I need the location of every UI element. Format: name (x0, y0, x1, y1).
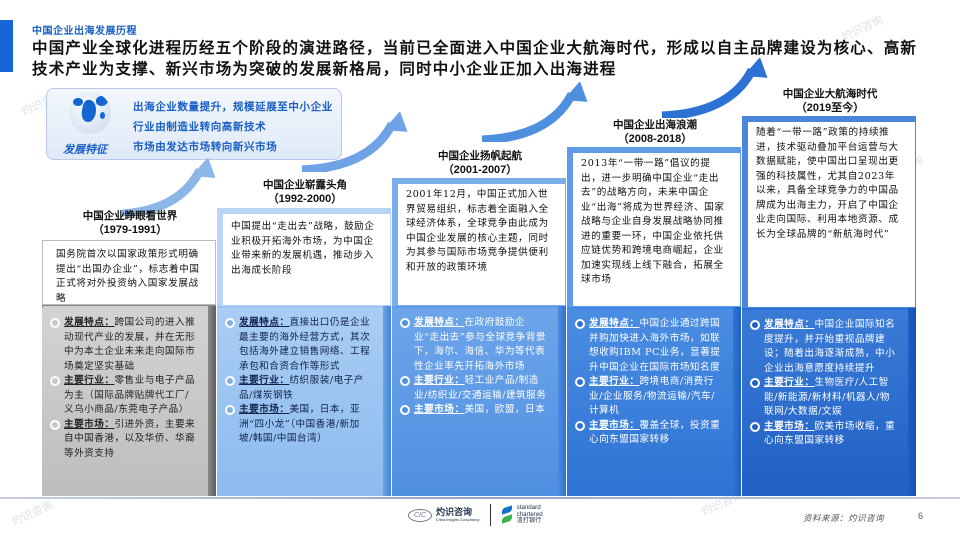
stage-title-2: 中国企业崭露头角（1992-2000） (263, 179, 347, 205)
bullet-development: 发展特点：在政府鼓励企业“走出去”参与全球竞争背景下，海尔、海信、华为等代表性企… (400, 316, 548, 374)
stage-details: 发展特点：跨国公司的进入推动现代产业的发展，并在无形中为本土企业未来走向国际市场… (42, 308, 208, 496)
page-number: 6 (918, 511, 924, 521)
stage-summary: 2013年“一带一路”倡议的提出，进一步明确中国企业“走出去”的战略方向，未来中… (567, 147, 741, 307)
bullet-development: 发展特点：中国企业国际知名度提升，并开始重视品牌建设；随着出海逐渐成熟，中小企业… (750, 318, 898, 376)
bullet-industry: 主要行业：跨境电商/消费行业/企业服务/物流运输/汽车/计算机 (575, 375, 723, 419)
bullet-market: 主要市场：美国，欧盟，日本 (400, 403, 548, 418)
stage-summary: 2001年12月，中国正式加入世界贸易组织，标志着全面融入全球经济体系，全球竞争… (392, 178, 566, 306)
bullet-market: 主要市场：美国，日本，亚洲“四小龙”（中国香港/新加坡/韩国/中国台湾） (225, 403, 373, 447)
globe-icon (69, 92, 111, 134)
bullet-industry: 主要行业：纺织服装/电子产品/煤炭钢铁 (225, 374, 373, 403)
feature-item: 行业由制造业转向高新技术 (133, 121, 267, 133)
footer-logos: CIC 灼识咨询 China Insights Consultancy stan… (408, 504, 543, 526)
bullet-circle-icon (225, 405, 235, 415)
bullet-circle-icon (750, 320, 760, 330)
accent-bar (0, 20, 13, 72)
bullet-industry: 主要行业：生物医疗/人工智能/新能源/新材料/机器人/物联网/大数据/文娱 (750, 376, 898, 420)
curved-arrow-icon (481, 82, 588, 142)
cic-logo: CIC 灼识咨询 China Insights Consultancy (408, 508, 480, 522)
bullet-circle-icon (50, 376, 60, 386)
stage-column-2: 中国提出“走出去”战略，鼓励企业积极开拓海外市场，为中国企业带来新的发展机遇，推… (217, 208, 391, 496)
page-headline: 中国产业全球化进程历经五个阶段的演进路径，当前已全面进入中国企业大航海时代，形成… (32, 38, 918, 78)
stage-details: 发展特点：中国企业国际知名度提升，并开始重视品牌建设；随着出海逐渐成熟，中小企业… (742, 310, 908, 496)
bullet-circle-icon (575, 377, 585, 387)
bullet-development: 发展特点：直接出口仍是企业最主要的海外经营方式，其次包括海外建立销售网络、工程承… (225, 316, 373, 374)
cic-mark-icon: CIC (408, 508, 432, 522)
stage-title-3: 中国企业扬帆起航（2001-2007） (438, 150, 522, 176)
stage-title-4: 中国企业出海浪潮（2008-2018） (613, 119, 697, 145)
bullet-circle-icon (400, 376, 410, 386)
bullet-circle-icon (750, 421, 760, 432)
bullet-circle-icon (225, 318, 235, 328)
stage-summary: 中国提出“走出去”战略，鼓励企业积极开拓海外市场，为中国企业带来新的发展机遇，推… (217, 208, 391, 306)
curved-arrow-icon (121, 158, 216, 216)
bullet-circle-icon (225, 376, 235, 386)
bullet-circle-icon (400, 318, 410, 328)
features-label: 发展特征 (63, 143, 107, 156)
bullet-industry: 主要行业：零售业与电子产品为主（国际品牌贴牌代工厂/义乌小商品/东莞电子产品） (50, 374, 198, 418)
bullet-market: 主要市场：引进外资，主要来自中国香港，以及华侨、华裔等外资支持 (50, 418, 198, 462)
bullet-circle-icon (50, 419, 60, 430)
curved-arrow-icon (661, 58, 768, 118)
source-note: 资料来源：灼识咨询 (803, 514, 885, 524)
watermark: 灼识咨询 (9, 498, 55, 529)
bullet-industry: 主要行业：轻工业产品/制造业/纺织业/交通运输/建筑服务 (400, 374, 548, 403)
bullet-market: 主要市场：欧美市场收缩，重心向东盟国家转移 (750, 420, 898, 449)
bullet-circle-icon (400, 405, 410, 415)
curved-arrow-icon (301, 112, 408, 172)
stage-details: 发展特点：在政府鼓励企业“走出去”参与全球竞争背景下，海尔、海信、华为等代表性企… (392, 308, 558, 496)
bullet-development: 发展特点：中国企业通过跨国并购加快进入海外市场，如联想收购IBM PC业务，显著… (575, 317, 723, 375)
features-list: 出海企业数量提升，规模延展至中小企业 行业由制造业转向高新技术 市场由发达市场转… (133, 97, 333, 157)
stage-summary: 国务院首次以国家政策形式明确提出“出国办企业”，标志着中国正式将对外投资纳入国家… (42, 240, 216, 306)
stage-column-3: 2001年12月，中国正式加入世界贸易组织，标志着全面融入全球经济体系，全球竞争… (392, 178, 566, 496)
stage-title-5: 中国企业大航海时代（2019至今） (782, 88, 878, 114)
cic-english-name: China Insights Consultancy (436, 518, 480, 522)
logo-divider (489, 504, 491, 526)
bullet-circle-icon (575, 420, 585, 431)
stage-title-1: 中国企业睁眼看世界（1979-1991） (82, 210, 178, 236)
standard-chartered-mark-icon (501, 505, 513, 524)
bullet-market: 主要市场：覆盖全球，投资重心向东盟国家转移 (575, 419, 723, 448)
standard-chartered-logo: standard chartered 渣打银行 (501, 505, 543, 525)
bullet-circle-icon (750, 378, 760, 388)
stage-details: 发展特点：直接出口仍是企业最主要的海外经营方式，其次包括海外建立销售网络、工程承… (217, 308, 383, 496)
feature-item: 市场由发达市场转向新兴市场 (133, 141, 278, 153)
stage-column-4: 2013年“一带一路”倡议的提出，进一步明确中国企业“走出去”的战略方向，未来中… (567, 147, 741, 496)
feature-item: 出海企业数量提升，规模延展至中小企业 (133, 101, 333, 113)
bullet-circle-icon (50, 318, 60, 328)
stage-details: 发展特点：中国企业通过跨国并购加快进入海外市场，如联想收购IBM PC业务，显著… (567, 309, 733, 496)
section-kicker: 中国企业出海发展历程 (32, 26, 137, 37)
stage-summary: 随着“一带一路”政策的持续推进，技术驱动叠加平台运营与大数据赋能，使中国出口呈现… (742, 116, 916, 308)
bullet-circle-icon (575, 319, 585, 329)
stage-column-5: 随着“一带一路”政策的持续推进，技术驱动叠加平台运营与大数据赋能，使中国出口呈现… (742, 116, 916, 496)
development-features-box: 发展特征 出海企业数量提升，规模延展至中小企业 行业由制造业转向高新技术 市场由… (46, 88, 342, 160)
stage-column-1: 国务院首次以国家政策形式明确提出“出国办企业”，标志着中国正式将对外投资纳入国家… (42, 240, 216, 496)
cic-name: 灼识咨询 (436, 508, 473, 518)
footer-divider (0, 497, 960, 499)
bullet-development: 发展特点：跨国公司的进入推动现代产业的发展，并在无形中为本土企业未来走向国际市场… (50, 316, 198, 374)
